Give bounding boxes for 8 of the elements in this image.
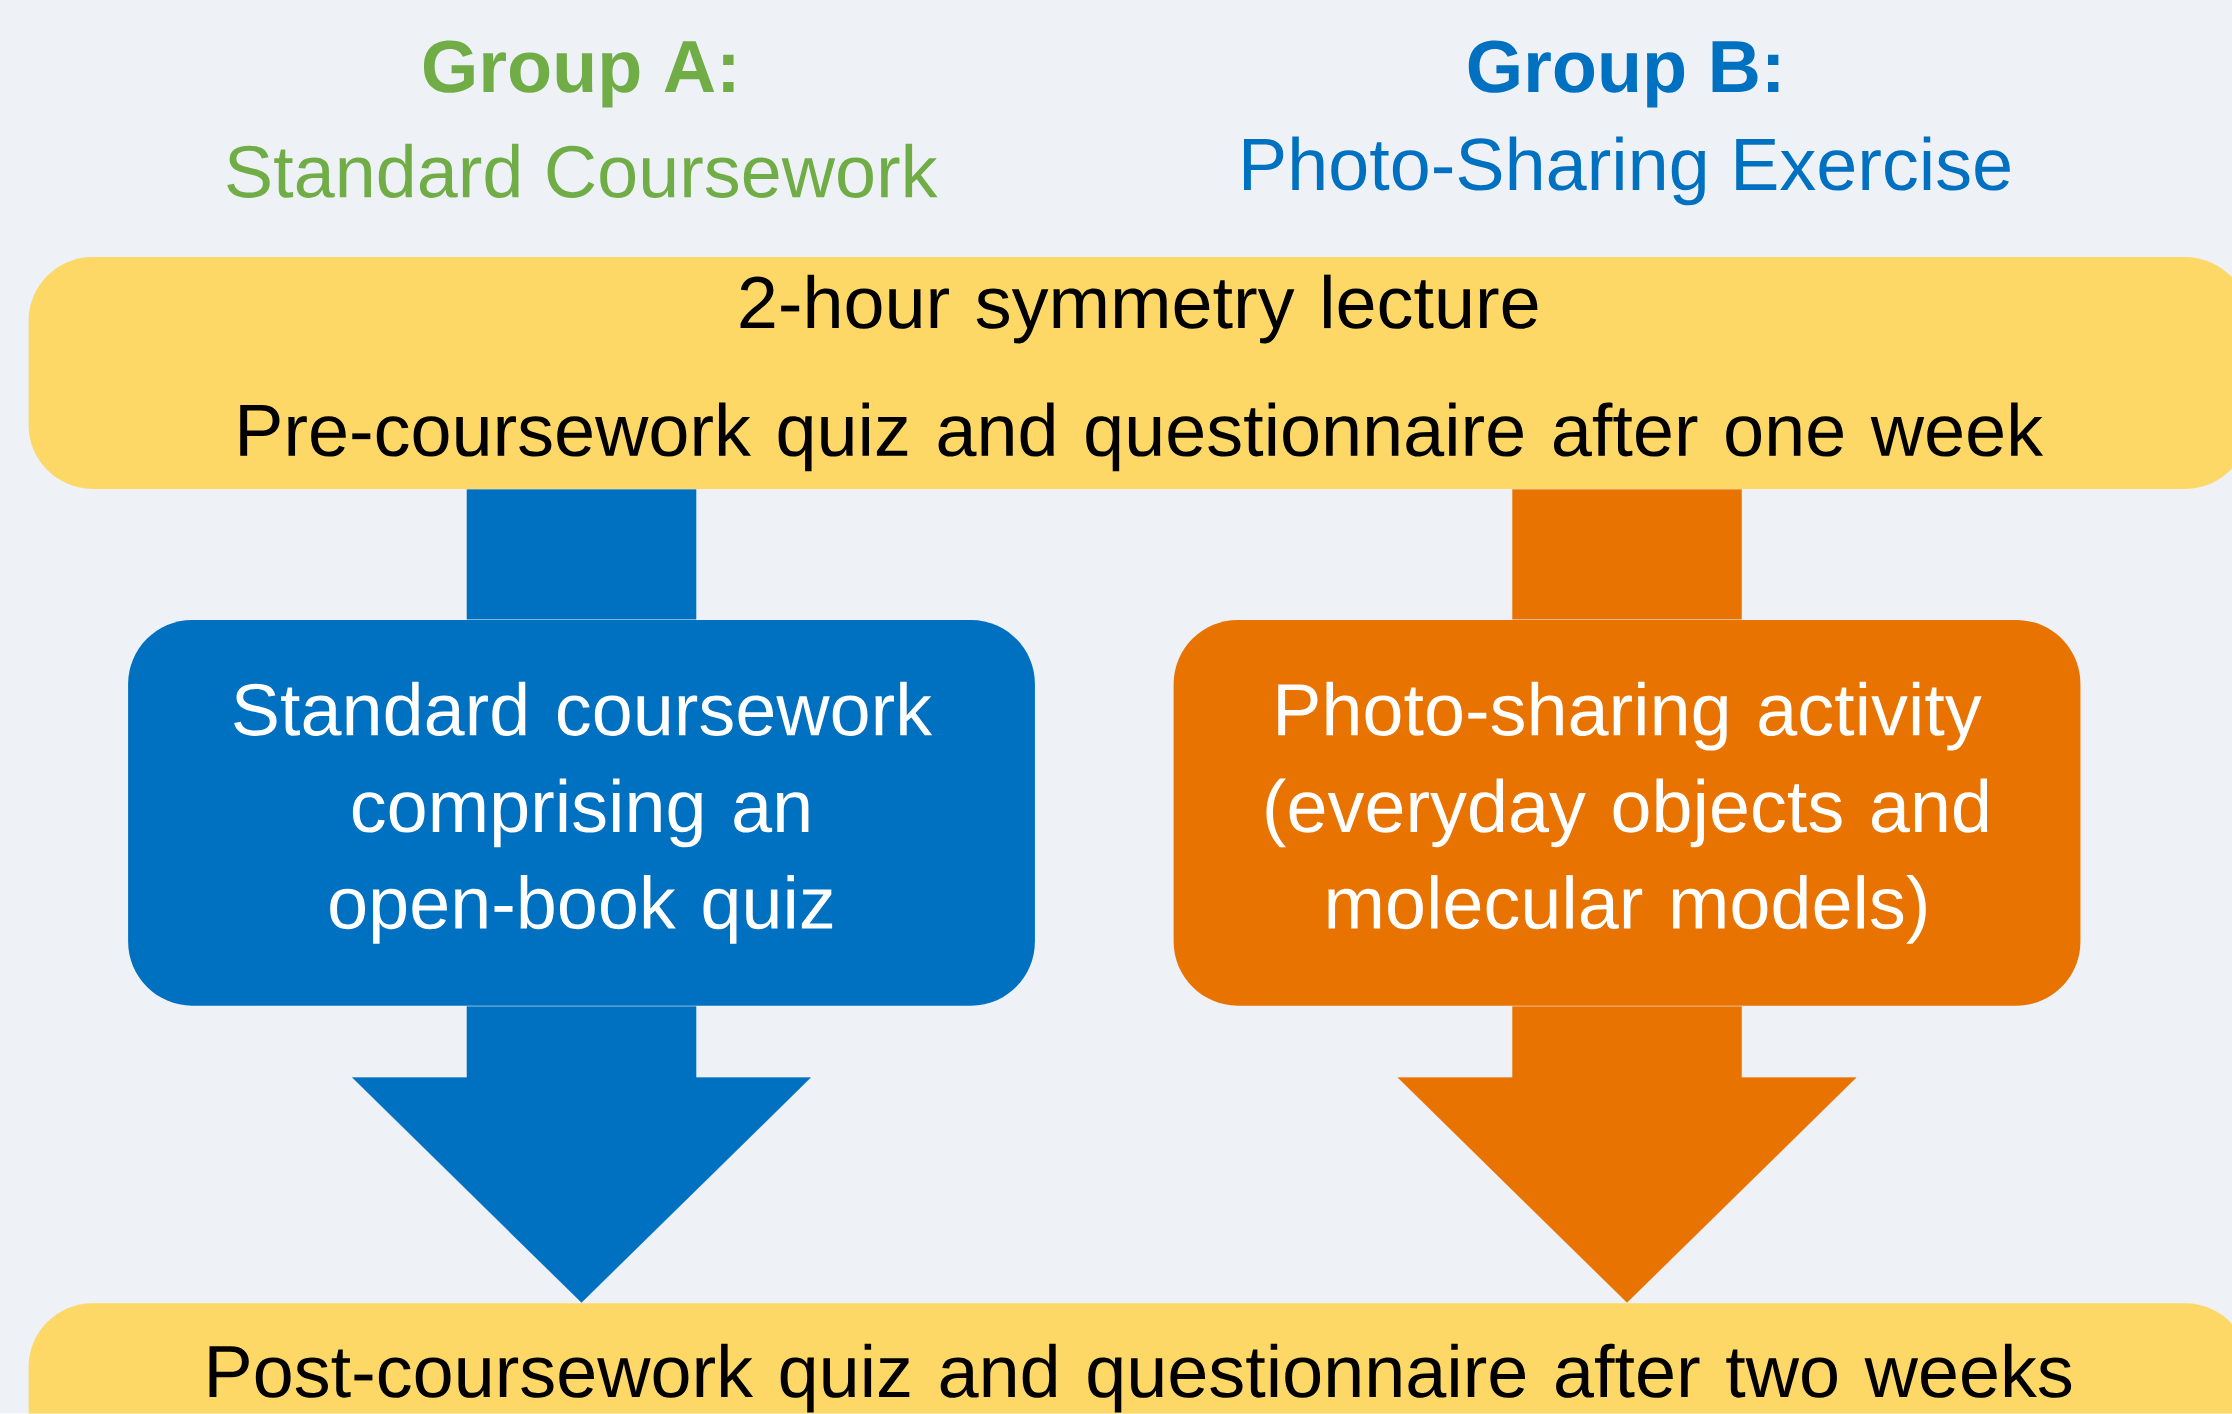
block-arrow [466,489,697,620]
block-arrow [1397,1006,1857,1303]
stage-band: Post-coursework quiz and questionnaire after two weeks [28,1303,2232,1414]
block-arrow [352,1006,811,1303]
group-heading: Group A: [423,40,734,108]
group-heading: Group B: [1468,40,1779,108]
stage-band: 2-hour symmetry lecture Pre-coursework quiz and questionnaire after one week [28,257,2232,490]
block-arrow [1512,489,1742,620]
